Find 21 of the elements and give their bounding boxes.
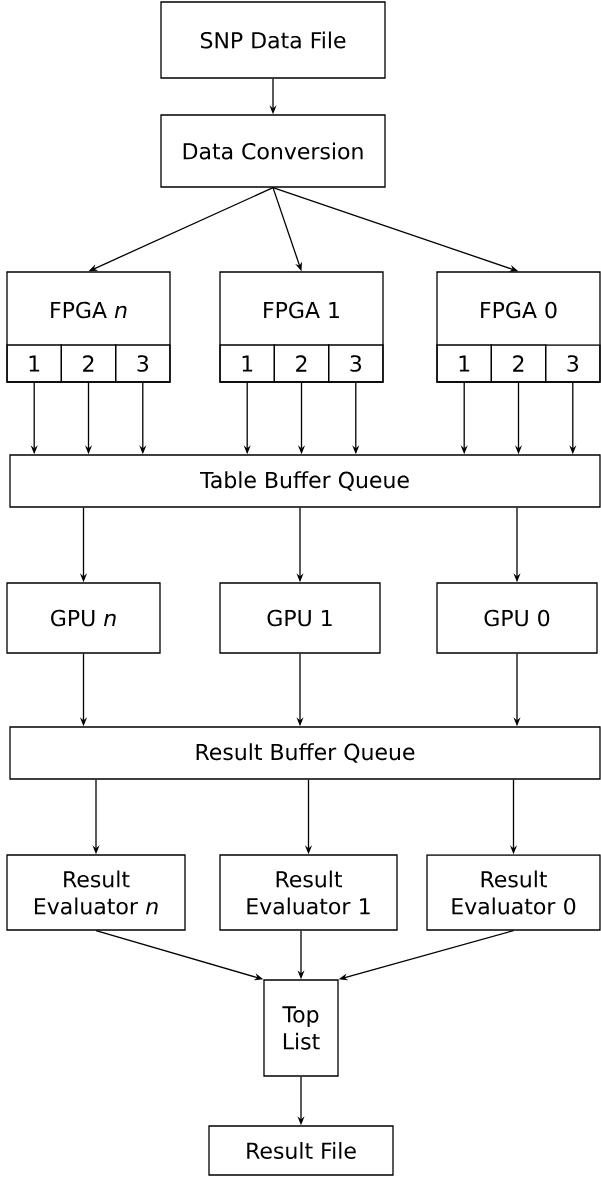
process-box: Result File bbox=[208, 1125, 394, 1176]
process-box: Result Evaluator 1 bbox=[219, 854, 398, 931]
channel-cell: 1 bbox=[436, 344, 492, 383]
channel-cell: 2 bbox=[60, 344, 117, 383]
process-box: Result Buffer Queue bbox=[9, 726, 601, 780]
channel-cell: 1 bbox=[6, 344, 62, 383]
process-box: Data Conversion bbox=[160, 114, 386, 188]
process-box: GPU 0 bbox=[436, 582, 598, 654]
channel-cell: 1 bbox=[219, 344, 275, 383]
channel-cell: 2 bbox=[273, 344, 330, 383]
process-box: Result Evaluator n bbox=[6, 854, 186, 931]
process-box: GPU n bbox=[6, 582, 161, 654]
process-box: GPU 1 bbox=[219, 582, 381, 654]
process-box: Top List bbox=[263, 979, 339, 1077]
channel-cell: 3 bbox=[115, 344, 171, 383]
process-box: Table Buffer Queue bbox=[9, 454, 601, 508]
channel-cell: 3 bbox=[545, 344, 601, 383]
process-box: Result Evaluator 0 bbox=[426, 854, 601, 931]
process-box: SNP Data File bbox=[160, 1, 386, 79]
channel-cell: 2 bbox=[490, 344, 547, 383]
channel-cell: 3 bbox=[328, 344, 384, 383]
